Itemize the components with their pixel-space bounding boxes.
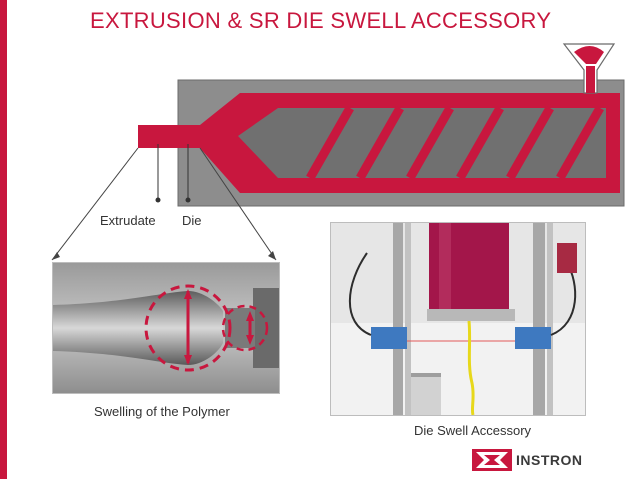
- swelling-photo: [52, 262, 280, 394]
- instron-logo-mark-icon: [472, 449, 512, 471]
- left-sensor: [371, 327, 407, 349]
- extruder-screw: [238, 108, 606, 178]
- die-swell-accessory-label: Die Swell Accessory: [414, 423, 532, 438]
- logo-text: INSTRON: [516, 452, 583, 468]
- die-swell-accessory-photo: [330, 222, 586, 416]
- die-label: Die: [182, 213, 202, 228]
- instron-logo: INSTRON: [472, 448, 583, 472]
- screw-flights: [306, 105, 604, 181]
- slide-title: EXTRUSION & SR DIE SWELL ACCESSORY: [90, 8, 552, 33]
- swelling-label: Swelling of the Polymer: [94, 404, 230, 419]
- extrudate-label: Extrudate: [100, 213, 156, 228]
- accent-bar: [0, 0, 7, 479]
- polymer-extrudate: [53, 291, 223, 365]
- right-sensor: [515, 327, 551, 349]
